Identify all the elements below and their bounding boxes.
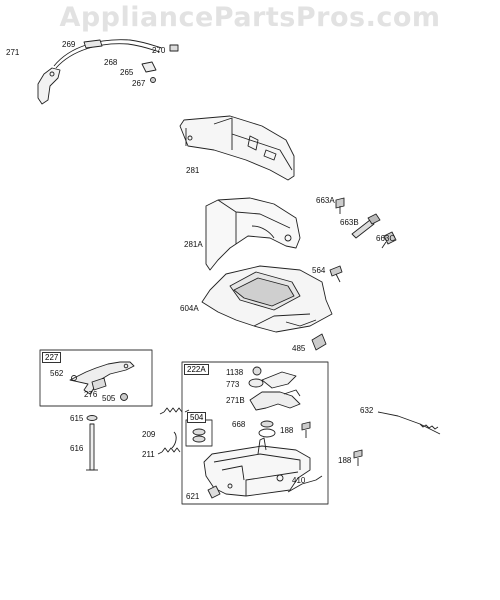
kit-227-frame [39,349,153,407]
callout-485: 485 [292,344,306,353]
part-276-spring-clip[interactable] [91,377,107,391]
part-615-washer[interactable] [86,415,98,421]
callout-271: 271 [6,48,20,57]
callout-604a: 604A [180,304,199,313]
part-663a-screw[interactable] [335,197,345,214]
part-209-governor-spring[interactable] [159,407,190,415]
part-562-lever[interactable] [69,361,135,395]
kit-222a-label: 222A [184,364,209,375]
callout-271b: 271B [226,396,245,405]
callout-621: 621 [186,492,200,501]
callout-663c: 663C [376,234,396,243]
callout-564: 564 [312,266,326,275]
part-269-governor-cable[interactable] [53,39,163,69]
callout-615: 615 [70,414,84,423]
part-604a-base-plate[interactable] [201,265,333,333]
callout-1138: 1138 [226,368,244,377]
callout-267: 267 [132,79,146,88]
part-281a-blower-housing[interactable] [205,197,301,271]
callout-632: 632 [360,406,374,415]
callout-270: 270 [152,46,166,55]
part-621-clip[interactable] [207,485,221,499]
kit-504-label: 504 [187,412,207,423]
callout-410: 410 [292,476,306,485]
part-504-kit-subbox [185,419,213,447]
callout-616: 616 [70,444,84,453]
part-773-governor-lever[interactable] [248,371,297,389]
part-270-cable-clamp[interactable] [169,44,179,52]
part-505-nut[interactable] [120,393,128,401]
kit-227-label: 227 [42,352,62,363]
part-616-governor-shaft[interactable] [86,423,98,471]
part-211-spring[interactable] [157,431,181,455]
callout-188-upper: 188 [280,426,294,435]
part-1138-nut[interactable] [252,366,262,376]
callout-188-lower: 188 [338,456,352,465]
callout-663b: 663B [340,218,359,227]
callout-562: 562 [50,369,64,378]
callout-281: 281 [186,166,200,175]
callout-505: 505 [102,394,116,403]
part-control-bracket-base[interactable] [203,437,311,497]
part-632-governor-link[interactable] [377,411,441,435]
callout-265: 265 [120,68,134,77]
callout-269: 269 [62,40,76,49]
callout-268: 268 [104,58,118,67]
callout-773: 773 [226,380,240,389]
part-281-bracket[interactable] [179,115,295,181]
watermark-logo: AppliancePartsPros.com [59,2,441,33]
callout-211: 211 [142,450,155,459]
part-188-screw-upper[interactable] [301,421,311,438]
kit-222a-frame [181,361,329,505]
part-485-clip[interactable] [311,333,327,351]
part-271b-control-lever[interactable] [249,389,301,411]
part-663c-screw[interactable] [381,231,397,249]
callout-668: 668 [232,420,246,429]
part-271-control-lever[interactable] [37,67,61,105]
part-668-washer[interactable] [258,420,276,438]
part-188-screw-lower[interactable] [353,449,363,466]
part-267-screw[interactable] [150,77,156,83]
callout-276: 276 [84,390,98,399]
part-663b-bolt[interactable] [351,213,381,239]
part-564-screw[interactable] [329,265,343,283]
part-265-bracket[interactable] [141,61,157,73]
part-410-link[interactable] [287,475,323,493]
callout-663a: 663A [316,196,335,205]
callout-281a: 281A [184,240,203,249]
callout-209: 209 [142,430,156,439]
